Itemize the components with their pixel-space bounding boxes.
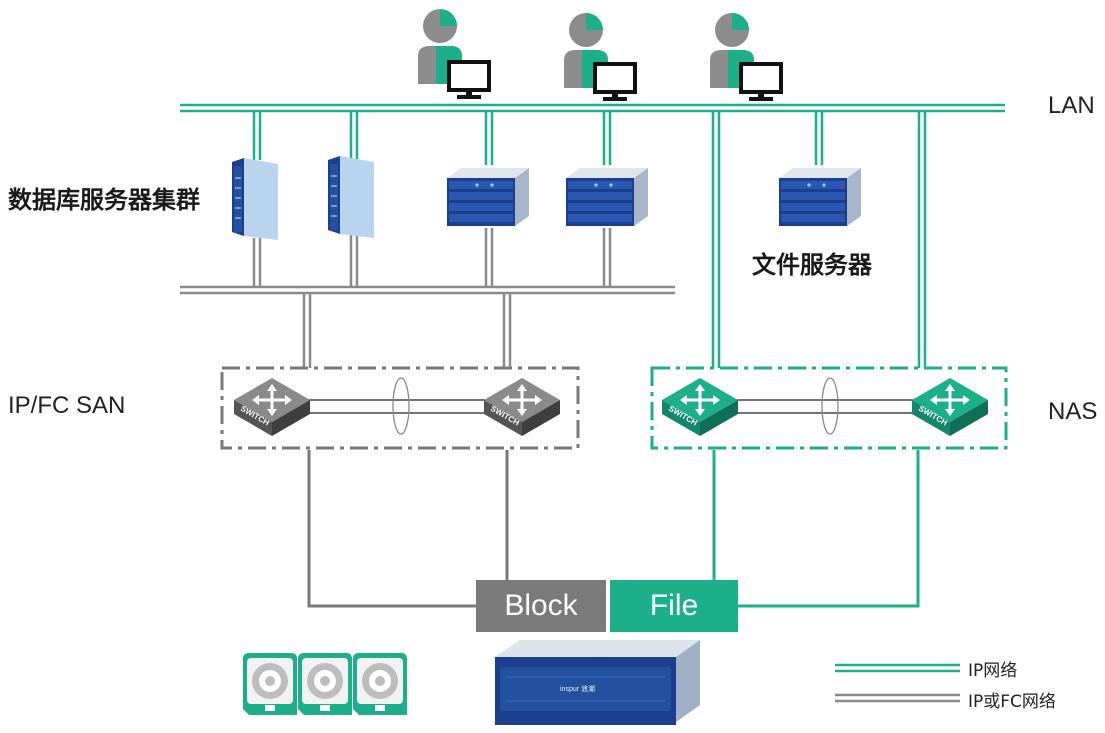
san-bus (180, 285, 675, 295)
san-switch-left (232, 376, 312, 438)
hard-disk-icon (298, 653, 352, 715)
lan-label: LAN (1048, 92, 1095, 119)
tower-server-icon (231, 157, 279, 241)
rack-server-icon (566, 168, 648, 226)
lan-bus (180, 103, 1005, 113)
nas-switch-link (730, 377, 925, 435)
monitor-icon (593, 62, 637, 103)
db-cluster-label: 数据库服务器集群 (8, 186, 200, 214)
client-3 (710, 13, 783, 103)
san-to-block-links (307, 450, 509, 608)
hard-disk-icon (353, 653, 407, 715)
rack-server-icon (779, 168, 861, 226)
san-bus-to-switch-links (302, 293, 512, 368)
block-storage-tag: Block (476, 580, 606, 632)
tower-server-icon (327, 155, 375, 239)
storage-brand-text: inspur 浪潮 (560, 684, 595, 693)
rack-server-icon (447, 168, 529, 226)
server-lan-links (252, 111, 824, 165)
nas-switch-right (910, 376, 990, 438)
file-storage-tag: File (610, 580, 738, 632)
hard-disk-icon (243, 653, 297, 715)
legend-ip-network-label: IP网络 (968, 661, 1018, 681)
lan-to-nas-links (711, 111, 927, 368)
legend-ip-fc-network-label: IP或FC网络 (968, 692, 1056, 712)
storage-array-icon: inspur 浪潮 (495, 640, 700, 725)
legend-ipfc-line (835, 693, 960, 703)
server-san-links (252, 228, 612, 287)
nas-switch-left (660, 376, 740, 438)
nas-label: NAS (1048, 398, 1098, 425)
legend-ip-line (835, 663, 960, 673)
client-2 (564, 13, 637, 103)
san-switch-right (482, 376, 562, 438)
ip-fc-san-box (220, 366, 580, 450)
client-1 (418, 9, 491, 101)
nas-box (650, 366, 1008, 450)
san-switch-link (300, 377, 500, 435)
ip-fc-san-label: IP/FC SAN (8, 392, 126, 419)
monitor-icon (739, 62, 783, 103)
nas-to-file-links (712, 450, 920, 608)
file-server-label: 文件服务器 (752, 251, 872, 279)
monitor-icon (447, 60, 491, 101)
